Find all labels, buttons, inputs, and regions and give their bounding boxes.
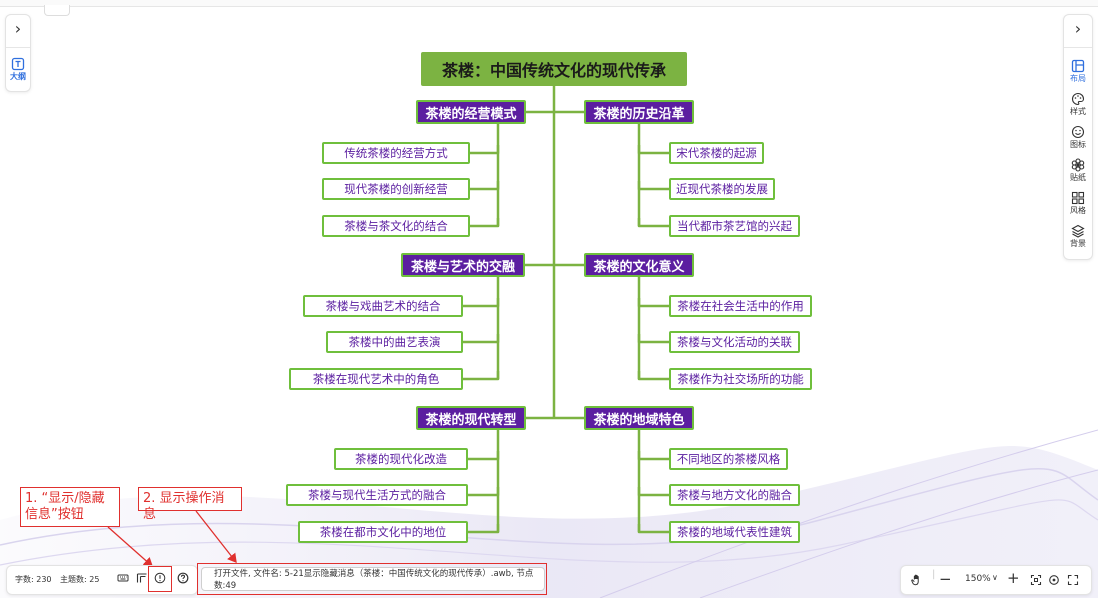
leaf-node[interactable]: 茶楼在现代艺术中的角色 bbox=[289, 368, 463, 390]
leaf-node[interactable]: 茶楼在都市文化中的地位 bbox=[298, 521, 468, 543]
connector bbox=[637, 145, 669, 155]
fullscreen-icon[interactable] bbox=[1067, 574, 1079, 586]
branch-node[interactable]: 茶楼的文化意义 bbox=[584, 253, 694, 277]
left-panel: › 大纲 bbox=[5, 14, 31, 92]
smile-icon bbox=[1071, 125, 1085, 139]
expand-chevron-icon[interactable]: › bbox=[14, 19, 22, 38]
tool-icon[interactable]: 图标 bbox=[1064, 125, 1092, 150]
connector bbox=[637, 298, 669, 308]
branch-node[interactable]: 茶楼的现代转型 bbox=[416, 406, 526, 430]
layers-icon bbox=[1071, 224, 1085, 238]
right-panel: › 布局 样式 图标 贴纸 风格 背景 bbox=[1063, 14, 1093, 260]
connector bbox=[463, 334, 500, 344]
root-node[interactable]: 茶楼：中国传统文化的现代传承 bbox=[421, 52, 687, 86]
connector bbox=[637, 371, 669, 381]
leaf-node[interactable]: 传统茶楼的经营方式 bbox=[322, 142, 470, 164]
tool-background[interactable]: 背景 bbox=[1064, 224, 1092, 249]
annotation-show-message: 2. 显示操作消息 bbox=[138, 487, 242, 522]
connector bbox=[637, 181, 669, 191]
tool-layout[interactable]: 布局 bbox=[1064, 59, 1092, 84]
branch-node[interactable]: 茶楼与艺术的交融 bbox=[401, 253, 525, 277]
status-message: 打开文件, 文件名: 5-21显示隐藏消息（茶楼：中国传统文化的现代传承）.aw… bbox=[201, 567, 545, 591]
branch-node[interactable]: 茶楼的经营模式 bbox=[416, 100, 526, 124]
connector bbox=[463, 371, 500, 381]
tool-style[interactable]: 样式 bbox=[1064, 92, 1092, 117]
leaf-node[interactable]: 宋代茶楼的起源 bbox=[669, 142, 764, 164]
fit-screen-icon[interactable] bbox=[1030, 574, 1042, 586]
bottom-toolbar: 字数: 230 主题数: 25 bbox=[6, 565, 198, 595]
connector bbox=[470, 218, 500, 228]
outline-label: 大纲 bbox=[10, 72, 26, 81]
connector bbox=[637, 218, 669, 228]
zoom-toolbar: | − 150% ∨ + bbox=[900, 565, 1092, 595]
connector bbox=[637, 334, 669, 344]
locate-center-icon[interactable] bbox=[1048, 574, 1060, 586]
leaf-node[interactable]: 茶楼与地方文化的融合 bbox=[669, 484, 800, 506]
connector bbox=[470, 145, 500, 155]
leaf-node[interactable]: 茶楼与戏曲艺术的结合 bbox=[303, 295, 463, 317]
outline-button[interactable]: 大纲 bbox=[6, 57, 30, 82]
branch-node[interactable]: 茶楼的历史沿革 bbox=[584, 100, 694, 124]
palette-icon bbox=[1072, 92, 1085, 106]
word-count: 字数: 230 bbox=[15, 575, 52, 584]
top-bar bbox=[0, 0, 1098, 7]
zoom-in-button[interactable]: + bbox=[1007, 569, 1020, 587]
sticker-icon bbox=[1071, 158, 1085, 172]
tool-sticker[interactable]: 贴纸 bbox=[1064, 158, 1092, 183]
tool-theme[interactable]: 风格 bbox=[1064, 191, 1092, 216]
leaf-node[interactable]: 当代都市茶艺馆的兴起 bbox=[669, 215, 800, 237]
connector bbox=[470, 181, 500, 191]
connector bbox=[468, 524, 500, 534]
info-toggle-highlight bbox=[148, 566, 172, 592]
keyboard-icon[interactable] bbox=[117, 572, 129, 584]
leaf-node[interactable]: 茶楼中的曲艺表演 bbox=[326, 331, 463, 353]
zoom-level[interactable]: 150% bbox=[965, 574, 991, 584]
zoom-out-button[interactable]: − bbox=[939, 570, 952, 588]
connector bbox=[463, 298, 500, 308]
connector bbox=[468, 487, 500, 497]
leaf-node[interactable]: 茶楼的地域代表性建筑 bbox=[669, 521, 800, 543]
topic-count: 主题数: 25 bbox=[60, 575, 100, 584]
connector bbox=[468, 451, 500, 461]
info-toggle-icon[interactable] bbox=[154, 572, 166, 584]
collapse-chevron-icon[interactable]: › bbox=[1074, 19, 1082, 38]
branch-node[interactable]: 茶楼的地域特色 bbox=[584, 406, 694, 430]
leaf-node[interactable]: 茶楼与现代生活方式的融合 bbox=[286, 484, 468, 506]
zoom-dropdown-icon[interactable]: ∨ bbox=[992, 573, 998, 582]
panel-toggle-icon[interactable] bbox=[136, 572, 148, 584]
leaf-node[interactable]: 茶楼与文化活动的关联 bbox=[669, 331, 800, 353]
connector bbox=[637, 524, 669, 534]
tab-stub[interactable] bbox=[44, 5, 70, 16]
layout-icon bbox=[1071, 59, 1085, 73]
status-message-highlight bbox=[197, 563, 547, 595]
hand-icon[interactable] bbox=[910, 573, 923, 586]
leaf-node[interactable]: 茶楼在社会生活中的作用 bbox=[669, 295, 812, 317]
leaf-node[interactable]: 茶楼作为社交场所的功能 bbox=[669, 368, 812, 390]
leaf-node[interactable]: 现代茶楼的创新经营 bbox=[322, 178, 470, 200]
leaf-node[interactable]: 茶楼的现代化改造 bbox=[334, 448, 468, 470]
connector bbox=[637, 487, 669, 497]
outline-icon bbox=[11, 57, 25, 71]
leaf-node[interactable]: 茶楼与茶文化的结合 bbox=[322, 215, 470, 237]
leaf-node[interactable]: 不同地区的茶楼风格 bbox=[669, 448, 788, 470]
connector bbox=[637, 451, 669, 461]
leaf-node[interactable]: 近现代茶楼的发展 bbox=[669, 178, 775, 200]
help-icon[interactable] bbox=[177, 572, 189, 584]
grid-icon bbox=[1071, 191, 1085, 205]
annotation-toggle-info: 1. “显示/隐藏 信息”按钮 bbox=[20, 487, 120, 527]
